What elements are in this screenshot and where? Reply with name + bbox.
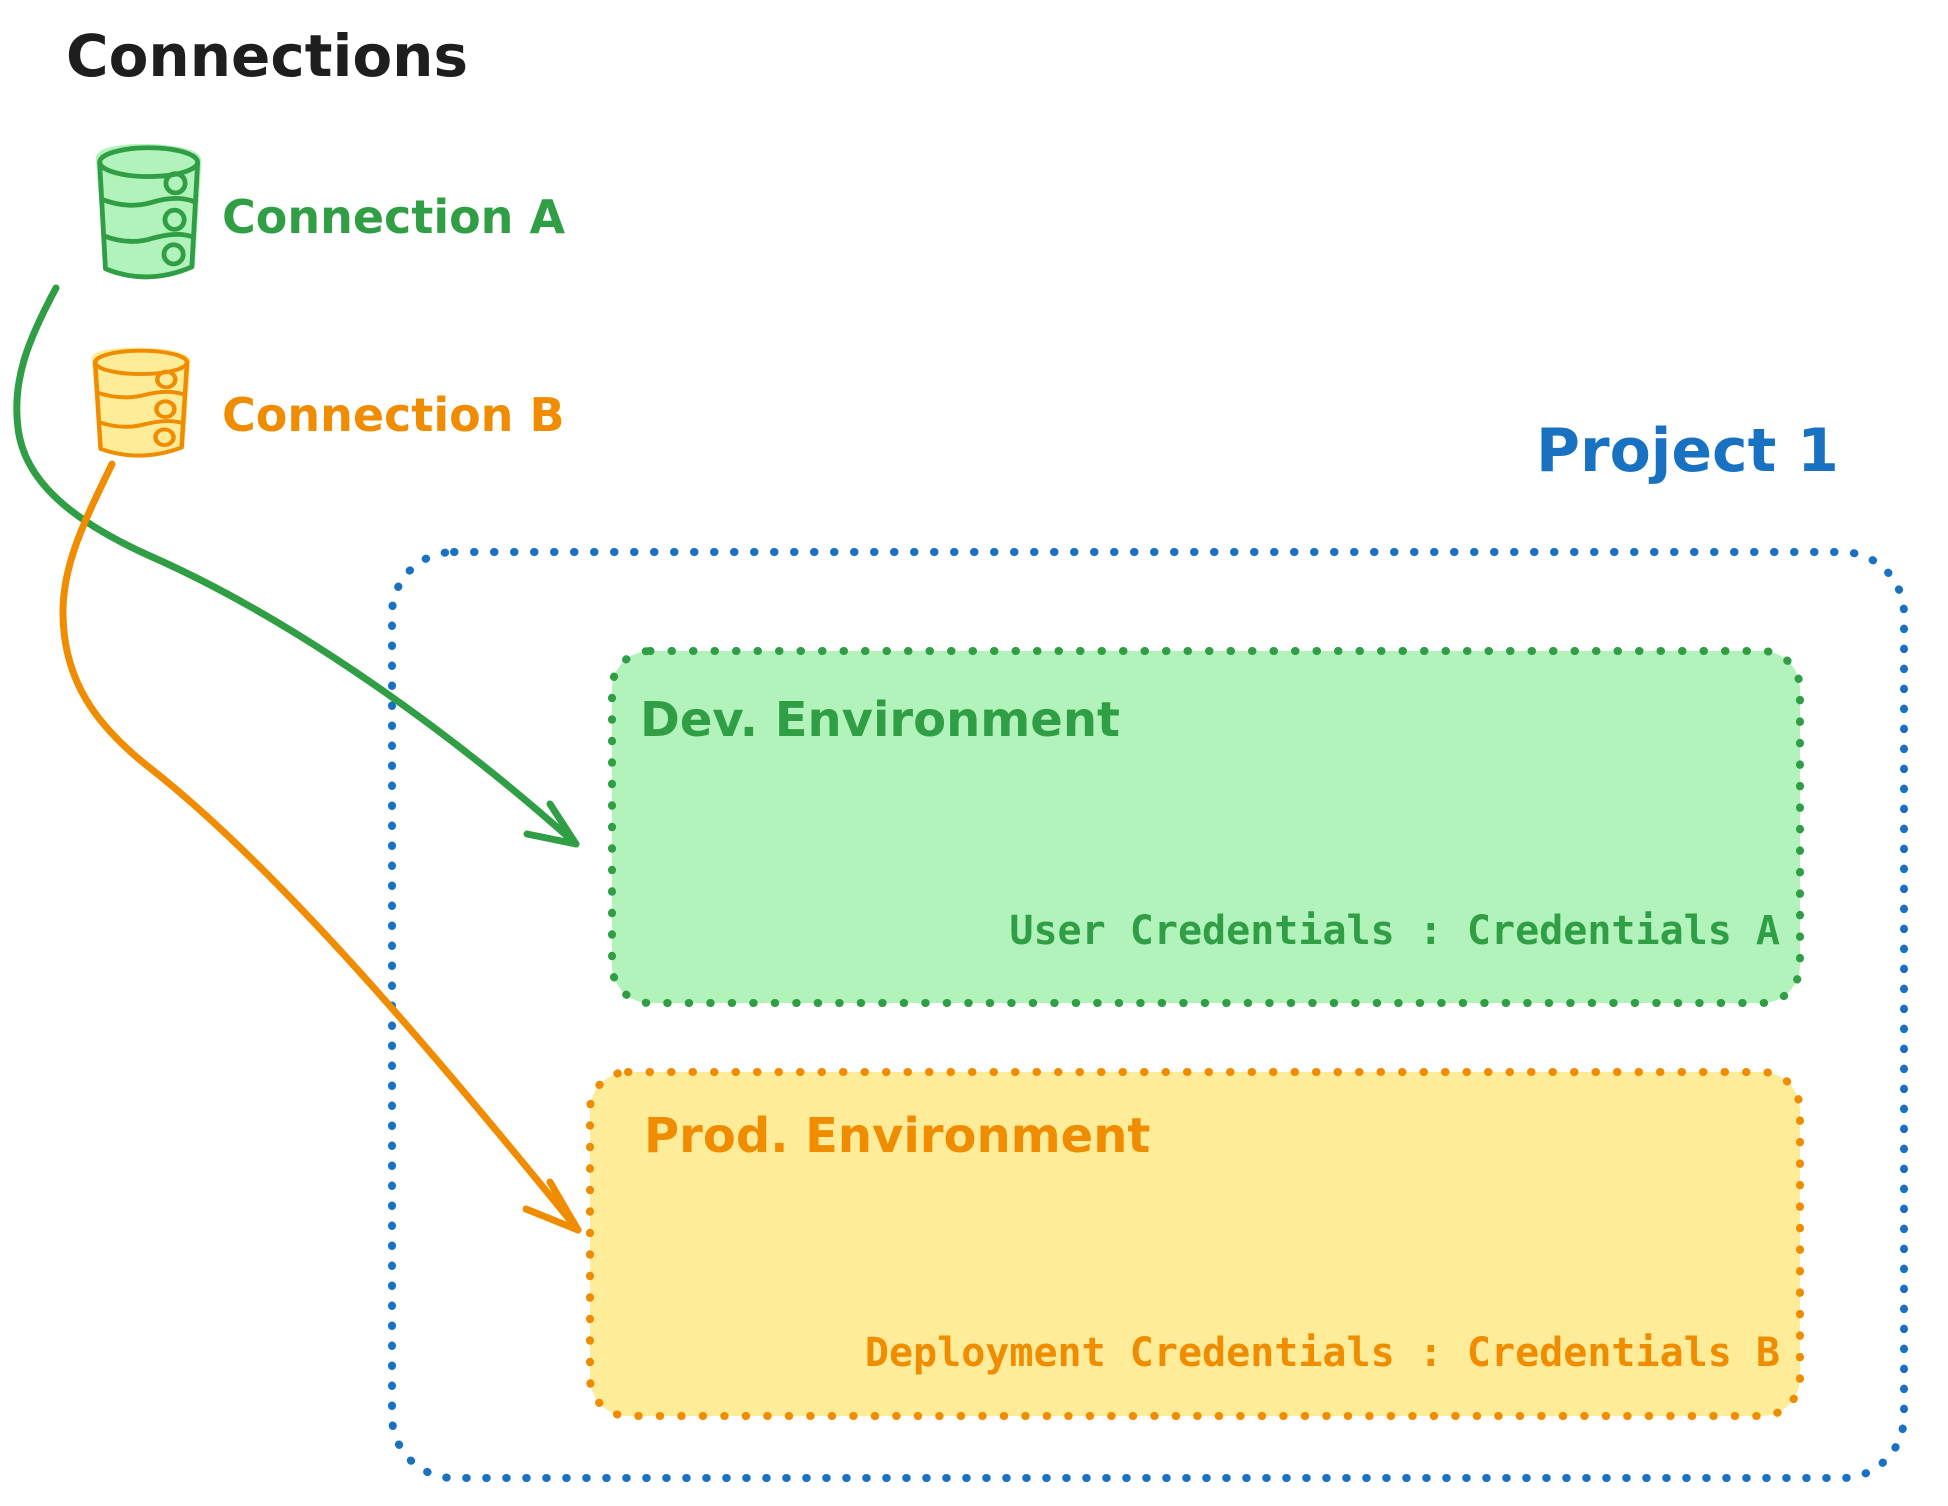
project-box <box>388 548 1908 1482</box>
project-title: Project 1 <box>1536 416 1839 486</box>
dev-environment-credentials: User Credentials : Credentials A <box>1009 908 1780 954</box>
connection-a-label: Connection A <box>222 190 566 244</box>
arrowhead-green <box>523 800 580 848</box>
connection-b-label: Connection B <box>222 388 565 442</box>
prod-environment-box <box>586 1068 1804 1420</box>
dev-environment-title: Dev. Environment <box>640 692 1120 748</box>
prod-environment-title: Prod. Environment <box>644 1108 1151 1164</box>
arrow-connection-b-to-prod <box>59 460 582 1234</box>
database-icon-connection-a <box>96 144 202 279</box>
arrow-connection-a-to-dev <box>13 284 580 848</box>
arrowhead-orange <box>522 1178 582 1234</box>
database-icon-connection-b <box>92 348 191 458</box>
dev-environment-box <box>608 647 1804 1007</box>
connections-title: Connections <box>66 22 468 90</box>
prod-environment-credentials: Deployment Credentials : Credentials B <box>864 1330 1780 1376</box>
